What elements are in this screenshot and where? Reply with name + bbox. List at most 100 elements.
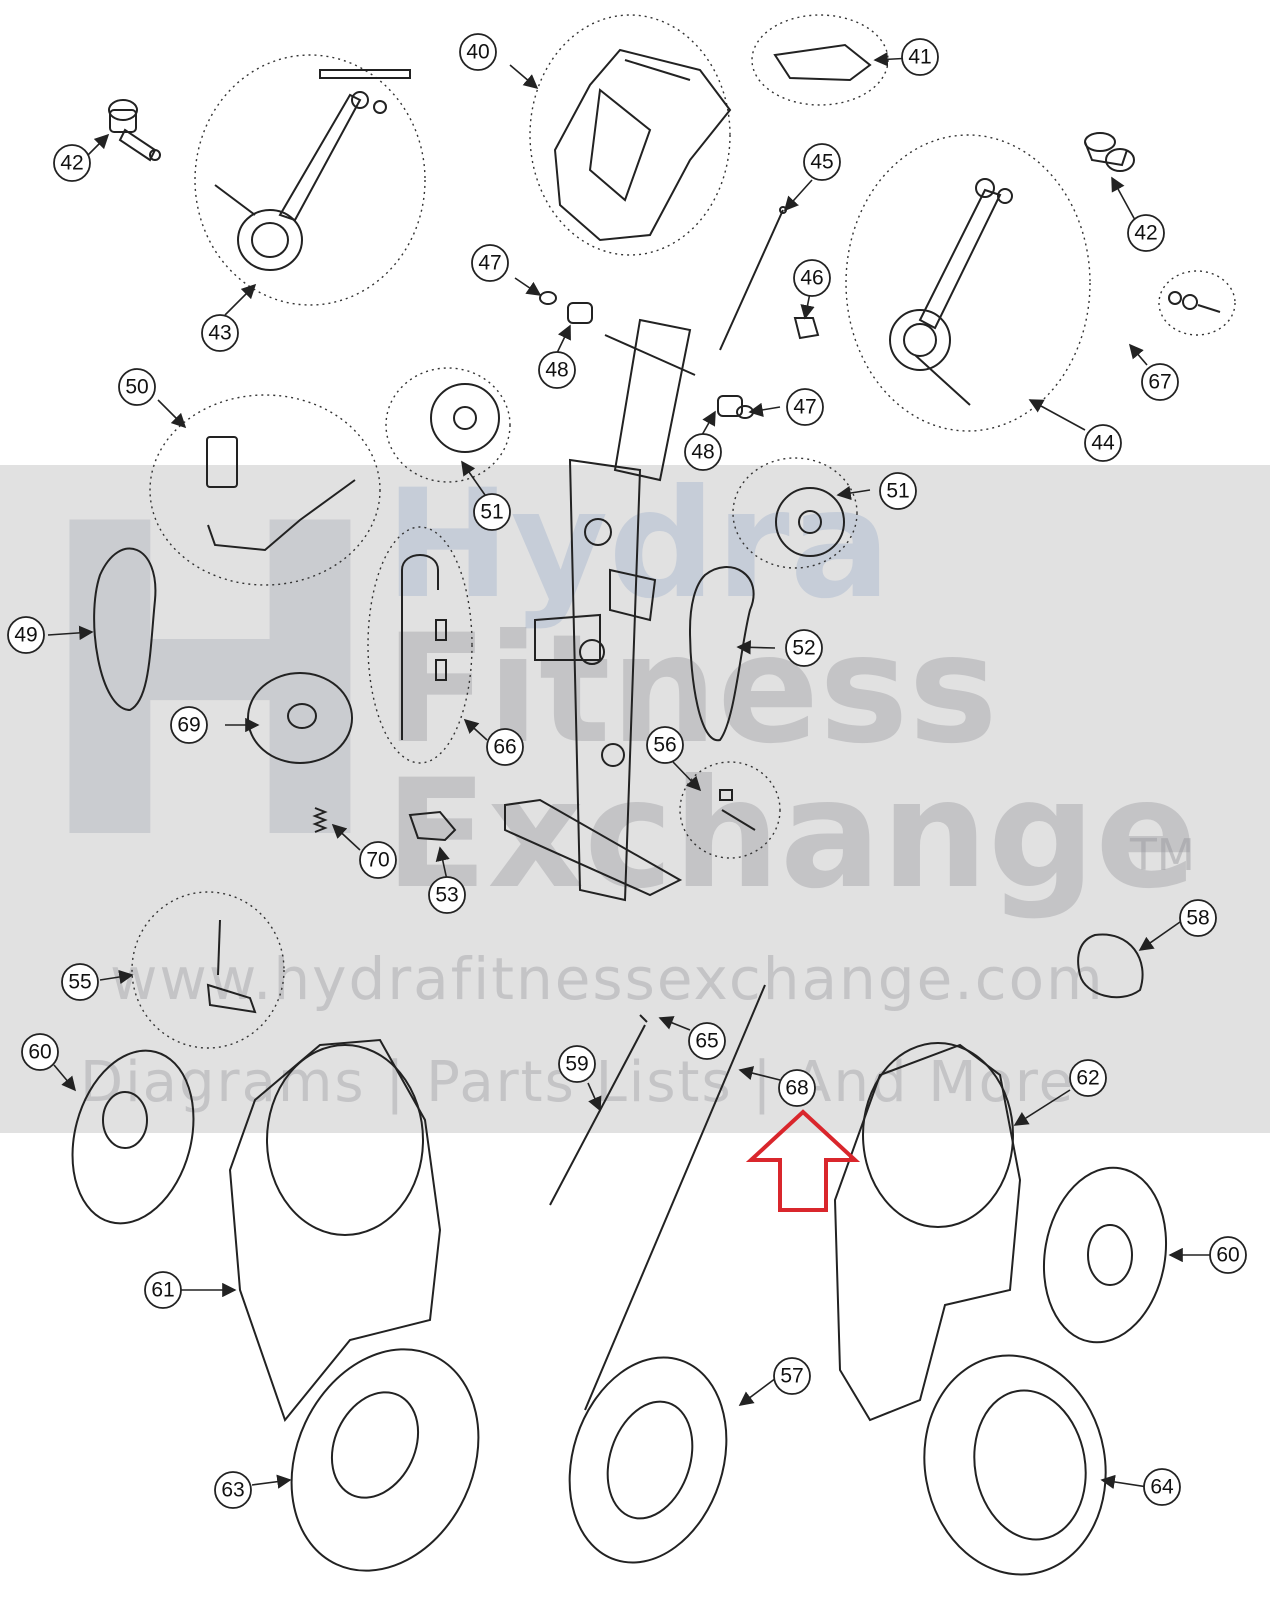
part-41-console-cover — [773, 43, 872, 82]
callout-61: 61 — [144, 1271, 182, 1309]
part-63-left-fan-shroud — [290, 1348, 480, 1572]
callout-label: 55 — [68, 971, 91, 994]
callout-circle — [201, 314, 239, 352]
callout-label: 47 — [478, 252, 501, 275]
callout-circle — [7, 616, 45, 654]
part-40-upper-shroud — [553, 48, 732, 242]
callout-circle — [803, 143, 841, 181]
callout-circle — [684, 433, 722, 471]
callout-circle — [473, 493, 511, 531]
callout-42: 42 — [1127, 214, 1165, 252]
callout-circle — [21, 1033, 59, 1071]
part-48-bushing-top — [567, 302, 593, 324]
callout-circle — [773, 1357, 811, 1395]
callout-circle — [1179, 899, 1217, 937]
part-60-left-grill — [71, 1049, 195, 1225]
callout-circle — [1141, 363, 1179, 401]
part-43-pedal-arm — [214, 69, 411, 271]
assembly-group-55 — [131, 891, 285, 1049]
assembly-group-51-left — [385, 367, 511, 483]
callout-label: 69 — [177, 714, 200, 737]
callout-47: 47 — [471, 244, 509, 282]
callout-circle — [879, 472, 917, 510]
callout-circle — [785, 629, 823, 667]
callout-circle — [778, 1069, 816, 1107]
callout-circle — [558, 1045, 596, 1083]
callout-69: 69 — [170, 706, 208, 744]
callout-60: 60 — [1209, 1236, 1247, 1274]
part-62-right-housing — [833, 1042, 1022, 1422]
part-61-left-housing — [228, 1038, 442, 1423]
callout-label: 43 — [208, 322, 231, 345]
callout-label: 48 — [545, 359, 568, 382]
assembly-group-69 — [367, 526, 473, 764]
callout-41: 41 — [901, 38, 939, 76]
callout-67: 67 — [1141, 363, 1179, 401]
callout-label: 66 — [493, 736, 516, 759]
callout-label: 51 — [480, 501, 503, 524]
callout-circle — [901, 38, 939, 76]
callout-circle — [118, 368, 156, 406]
callout-66: 66 — [486, 728, 524, 766]
callout-label: 45 — [810, 151, 833, 174]
watermark-logo: H — [30, 435, 390, 935]
callout-label: 44 — [1091, 432, 1115, 455]
callout-label: 46 — [800, 267, 823, 290]
part-51-pulley-left — [430, 383, 500, 453]
part-52-disc — [247, 672, 353, 764]
assembly-group-56 — [679, 761, 781, 859]
callout-label: 50 — [125, 376, 148, 399]
callout-circle — [53, 144, 91, 182]
part-70-spring — [312, 807, 328, 833]
callout-62: 62 — [1069, 1059, 1107, 1097]
part-45-cable — [719, 206, 787, 351]
callout-circle — [1069, 1059, 1107, 1097]
callout-label: 49 — [14, 624, 37, 647]
part-48-bushing-mid — [717, 395, 743, 417]
callout-label: 58 — [1186, 907, 1209, 930]
callout-circle — [486, 728, 524, 766]
callout-label: 64 — [1150, 1476, 1174, 1499]
part-50-wire-harness — [206, 436, 356, 552]
part-65-cable-end — [639, 1014, 648, 1023]
callout-label: 68 — [785, 1077, 808, 1100]
callout-44: 44 — [1084, 424, 1122, 462]
callout-label: 40 — [466, 41, 489, 64]
callout-45: 45 — [803, 143, 841, 181]
callout-label: 42 — [1134, 222, 1157, 245]
callout-label: 60 — [28, 1041, 51, 1064]
callout-circle — [428, 876, 466, 914]
callout-circle — [1209, 1236, 1247, 1274]
part-51-pulley-right — [775, 487, 845, 557]
callout-52: 52 — [785, 629, 823, 667]
callout-circle — [1084, 424, 1122, 462]
callout-46: 46 — [793, 259, 831, 297]
callout-circle — [459, 33, 497, 71]
callout-label: 67 — [1148, 371, 1171, 394]
part-68-cable — [584, 984, 766, 1411]
assembly-group-44 — [845, 134, 1091, 432]
callout-63: 63 — [214, 1471, 252, 1509]
part-46-clip — [793, 317, 820, 340]
callout-label: 70 — [366, 849, 389, 872]
assembly-group-43 — [194, 54, 426, 306]
callout-label: 53 — [435, 884, 458, 907]
assembly-group-67 — [1158, 270, 1236, 336]
watermark-url: www.hydrafitnessexchange.com — [110, 945, 1105, 1013]
callout-60: 60 — [21, 1033, 59, 1071]
callout-circle — [646, 726, 684, 764]
callout-50: 50 — [118, 368, 156, 406]
callout-43: 43 — [201, 314, 239, 352]
highlight-arrow-icon — [745, 1109, 861, 1212]
assembly-group-50 — [149, 394, 381, 586]
callout-circle — [471, 244, 509, 282]
callout-label: 63 — [221, 1479, 244, 1502]
callout-label: 57 — [780, 1365, 803, 1388]
part-57-fan-wheel — [568, 1356, 728, 1564]
callout-label: 42 — [60, 152, 83, 175]
assembly-group-51-right — [732, 457, 858, 569]
part-49-belt — [93, 547, 157, 712]
